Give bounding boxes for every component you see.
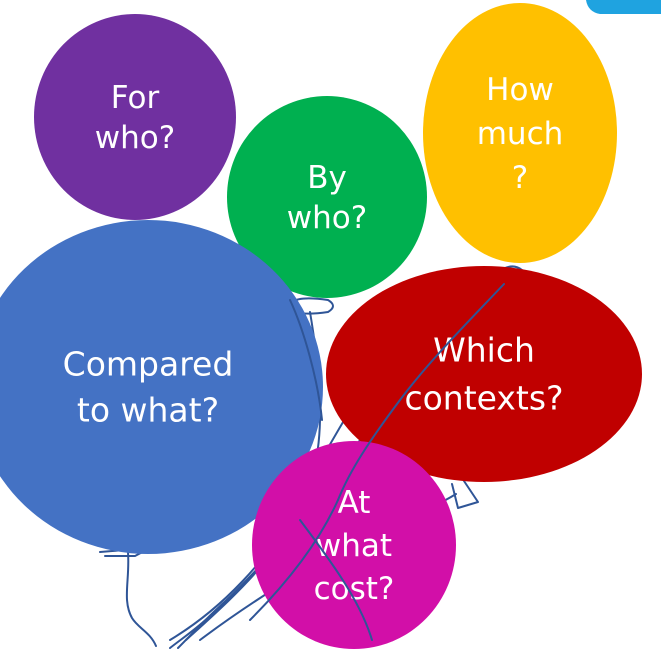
balloons-group: For who? By who? How much? Compared to what? Whi… [0, 3, 642, 649]
balloon-label-at-what-cost-line-1: At [338, 485, 371, 521]
string-front-contexts [337, 283, 505, 501]
balloon-shape-which-contexts [326, 266, 642, 482]
string-front-cost [249, 499, 339, 621]
balloon-shape-by-who [227, 96, 427, 298]
balloon-compared-to-what: Compared to what? [0, 220, 323, 554]
balloon-label-how-much-line-3: ? [512, 160, 528, 196]
corner-accent-shape [586, 0, 661, 14]
balloon-label-compared-to-what-line-1: Compared [63, 345, 234, 384]
balloon-label-at-what-cost-line-3: cost? [314, 571, 395, 607]
balloon-by-who: By who? [227, 96, 427, 298]
string-strand-b [177, 593, 235, 649]
string-front-compared [289, 299, 323, 421]
balloon-which-contexts: Which contexts? [326, 266, 642, 482]
balloon-label-for-who-line-2: who? [95, 120, 175, 156]
balloon-label-by-who-line-1: By [307, 160, 347, 196]
balloon-label-which-contexts-line-2: contexts? [404, 379, 563, 418]
balloon-label-by-who-line-2: who? [287, 200, 367, 236]
balloon-label-compared-to-what-line-2: to what? [77, 391, 219, 430]
front-strings [249, 283, 505, 641]
balloon-shape-at-what-cost [252, 441, 456, 649]
balloon-how-much: How much? [423, 3, 617, 263]
balloon-shape-how-much [423, 3, 617, 263]
balloon-shape-for-who [34, 14, 236, 220]
string-compared [125, 551, 157, 647]
balloon-for-who: For who? [34, 14, 236, 220]
balloon-label-for-who-line-1: For [111, 80, 160, 116]
string-front-cost-b [299, 519, 373, 641]
balloon-label-which-contexts-line-1: Which [433, 331, 535, 370]
balloon-label-how-much-line-1: How [486, 72, 554, 108]
balloon-shape-compared-to-what [0, 220, 323, 554]
balloon-label-how-much-line-2: much [477, 116, 564, 152]
knot-contexts [451, 477, 479, 509]
